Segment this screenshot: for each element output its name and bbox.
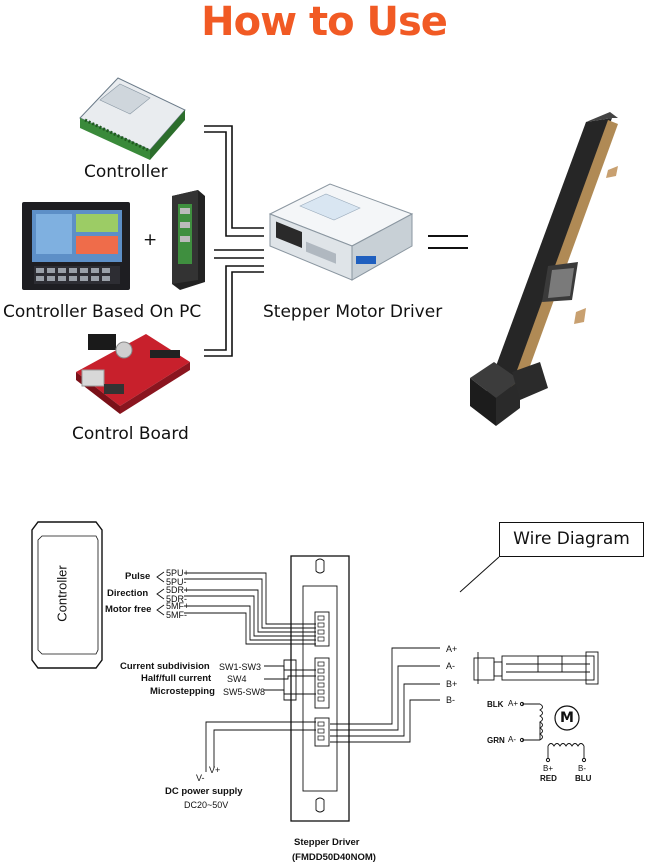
motor-blk: BLK: [487, 700, 504, 709]
output-a-minus: A-: [446, 661, 455, 671]
power-title: DC power supply: [165, 786, 243, 797]
power-range: DC20~50V: [184, 800, 229, 810]
signal-direction-pin-plus: 5DR+: [166, 585, 190, 595]
driver-image: [268, 183, 414, 281]
controller-box: [31, 521, 103, 669]
output-a-plus: A+: [446, 644, 458, 654]
output-b-minus: B-: [446, 695, 455, 705]
wire-diagram-heading: Wire Diagram: [499, 522, 644, 557]
signal-direction-pin-minus: 5DR-: [166, 594, 188, 604]
motor-grn: GRN: [487, 736, 505, 745]
motor-b-plus-pin: B+: [543, 764, 554, 773]
motor-b-minus-pin: B-: [578, 764, 586, 773]
power-wires: [205, 721, 316, 772]
pc-monitor-image: [22, 202, 130, 290]
power-v-plus: V+: [209, 765, 221, 775]
settings-wires: [264, 659, 316, 701]
setting-microstepping: Microstepping: [150, 686, 215, 697]
motor-blu: BLU: [575, 774, 592, 783]
setting-current-subdivision: Current subdivision: [120, 661, 210, 672]
signal-pulse-pin-minus: 5PU-: [166, 577, 187, 587]
controller-board-image: [79, 77, 186, 160]
motor-grn-pin: A-: [508, 735, 516, 744]
signal-motor-free-pin-minus: 5MF-: [166, 610, 187, 620]
setting-half-full-current: Half/full current: [141, 673, 212, 684]
setting-current-subdivision-switch: SW1-SW3: [219, 662, 262, 672]
driver-model: (FMDD50D40NOM): [292, 852, 376, 863]
linear-actuator-image: [470, 112, 618, 426]
small-actuator-image: [473, 651, 599, 685]
signal-wires: [184, 572, 316, 645]
driver-label: Stepper Motor Driver: [263, 302, 443, 322]
plus-sign: +: [143, 230, 158, 250]
connector-lines: [204, 125, 264, 357]
page-title: How to Use: [201, 0, 448, 45]
controller-pc-label: Controller Based On PC: [3, 302, 202, 322]
driver-terminals: [317, 615, 325, 741]
pc-tower-image: [172, 190, 205, 290]
control-board-label: Control Board: [72, 424, 189, 444]
motor-blk-pin: A+: [508, 699, 519, 708]
motor-symbol-letter: M: [560, 710, 574, 726]
wire-diagram-pointer: [459, 556, 500, 593]
controller-box-label: Controller: [54, 565, 70, 622]
controller-label: Controller: [84, 162, 168, 182]
output-wires: [330, 647, 440, 743]
driver-caption: Stepper Driver: [294, 837, 360, 848]
control-board-image: [76, 334, 190, 414]
driver-outline: [290, 555, 350, 822]
power-v-minus: V-: [196, 773, 205, 783]
setting-half-full-current-switch: SW4: [227, 674, 247, 684]
signal-pulse-pin-plus: 5PU+: [166, 568, 189, 578]
signal-direction-label: Direction: [107, 588, 149, 599]
signal-pulse-label: Pulse: [125, 571, 151, 582]
motor-symbol: [519, 701, 587, 763]
motor-red: RED: [540, 774, 557, 783]
signal-motor-free-pin-plus: 5MF+: [166, 601, 190, 611]
equals-sign: [428, 235, 468, 249]
signal-motor-free-label: Motor free: [105, 604, 152, 615]
signal-brackets: [156, 571, 165, 616]
setting-microstepping-switch: SW5-SW8: [223, 687, 266, 697]
output-b-plus: B+: [446, 679, 458, 689]
